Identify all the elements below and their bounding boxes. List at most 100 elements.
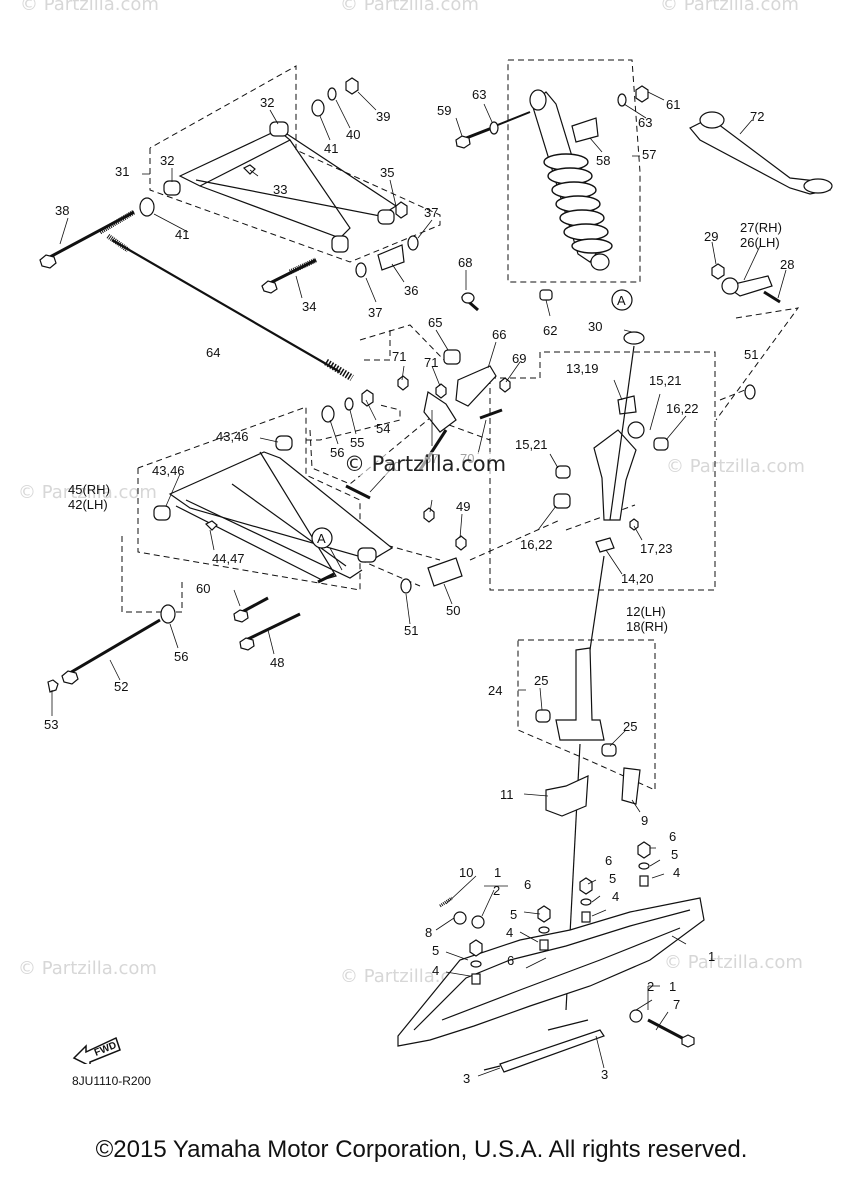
callout-41: 41 (324, 141, 339, 156)
fwd-arrow-icon: FWD (72, 1036, 121, 1064)
callout-6: 6 (605, 853, 613, 868)
callout-49: 49 (456, 499, 471, 514)
callout-59: 59 (437, 103, 452, 118)
center-watermark: © Partzilla.com (344, 452, 507, 476)
callout-6: 6 (524, 877, 532, 892)
callout-58: 58 (596, 153, 611, 168)
callout-44: 44,47 (212, 551, 245, 566)
callout-55: 55 (350, 435, 365, 450)
callout-27: 27(RH) (740, 220, 782, 235)
watermark: © Partzilla.com (20, 0, 159, 15)
spindle (553, 331, 669, 691)
callout-4: 4 (506, 925, 514, 940)
callout-15: 15,21 (515, 437, 548, 452)
callout-16: 16,22 (666, 401, 699, 416)
callout-48: 48 (270, 655, 285, 670)
callout-41: 41 (175, 227, 190, 242)
callout-4: 4 (612, 889, 620, 904)
shock-absorber (455, 85, 649, 301)
callout-1: 1 (494, 865, 502, 880)
callout-5: 5 (510, 907, 518, 922)
callout-38: 38 (55, 203, 70, 218)
watermark: © Partzilla.com (660, 0, 799, 15)
callout-39: 39 (376, 109, 391, 124)
watermark: © Partzilla.com (666, 456, 805, 477)
callout-26: 26(LH) (740, 235, 780, 250)
callout-17: 17,23 (640, 541, 673, 556)
callout-12: 12(LH) (626, 604, 666, 619)
group-shock (507, 59, 641, 283)
callout-7: 7 (673, 997, 681, 1012)
group-lower-arm-2 (306, 404, 401, 441)
callout-40: 40 (346, 127, 361, 142)
callout-6: 6 (669, 829, 677, 844)
arm-26-27 (711, 263, 781, 304)
tie-rod-64 (106, 233, 354, 381)
callout-62: 62 (543, 323, 558, 338)
callout-61: 61 (666, 97, 681, 112)
callout-16: 16,22 (520, 537, 553, 552)
callout-50: 50 (446, 603, 461, 618)
callout-37: 37 (424, 205, 439, 220)
callout-63: 63 (638, 115, 653, 130)
callout-31: 31 (115, 164, 130, 179)
callout-43: 43,46 (216, 429, 249, 444)
callout-45: 45(RH) (68, 482, 110, 497)
callout-42: 42(LH) (68, 497, 108, 512)
watermark: © Partzilla.com (664, 952, 803, 973)
callout-57: 57 (642, 147, 657, 162)
callout-52: 52 (114, 679, 129, 694)
callout-5: 5 (671, 847, 679, 862)
callout-68: 68 (458, 255, 473, 270)
callout-30: 30 (588, 319, 603, 334)
group-lower-arm (137, 406, 361, 591)
callout-18: 18(RH) (626, 619, 668, 634)
callout-37: 37 (368, 305, 383, 320)
group-upper-arm (149, 65, 441, 263)
callout-51: 51 (744, 347, 759, 362)
callout-63: 63 (472, 87, 487, 102)
callout-36: 36 (404, 283, 419, 298)
callout-5: 5 (432, 943, 440, 958)
part-11 (545, 775, 589, 817)
callout-69: 69 (512, 351, 527, 366)
callout-6: 6 (507, 953, 515, 968)
watermark: © Partzilla.com (340, 0, 479, 15)
callout-60: 60 (196, 581, 211, 596)
callout-11: 11 (500, 787, 514, 802)
watermark: © Partzilla.com (18, 482, 157, 503)
lower-bolts (47, 572, 335, 693)
callout-3: 3 (601, 1067, 609, 1082)
callout-54: 54 (376, 421, 391, 436)
watermark: © Partzilla.com (18, 958, 157, 979)
bolt-34 (261, 257, 318, 294)
callout-53: 53 (44, 717, 59, 732)
callout-9: 9 (641, 813, 649, 828)
lower-arm (153, 384, 756, 594)
callout-56: 56 (174, 649, 189, 664)
callout-35: 35 (380, 165, 395, 180)
callout-28: 28 (780, 257, 795, 272)
callout-8: 8 (425, 925, 433, 940)
callout-3: 3 (463, 1071, 471, 1086)
callout-1: 1 (708, 949, 716, 964)
reference-a: A (317, 531, 326, 546)
callout-32: 32 (160, 153, 175, 168)
callout-51: 51 (404, 623, 419, 638)
callout-24: 24 (488, 683, 503, 698)
callout-4: 4 (673, 865, 681, 880)
callout-29: 29 (704, 229, 719, 244)
callout-72: 72 (750, 109, 765, 124)
callout-13: 13,19 (566, 361, 599, 376)
group-steering (517, 639, 656, 791)
diagram-code: 8JU1110-R200 (72, 1074, 151, 1088)
ski-hardware (439, 841, 695, 1048)
linkage (345, 292, 511, 551)
callout-71: 71 (392, 349, 407, 364)
callout-33: 33 (273, 182, 288, 197)
callout-10: 10 (459, 865, 474, 880)
callout-2: 2 (647, 979, 655, 994)
callout-25: 25 (534, 673, 549, 688)
reference-a: A (617, 293, 626, 308)
